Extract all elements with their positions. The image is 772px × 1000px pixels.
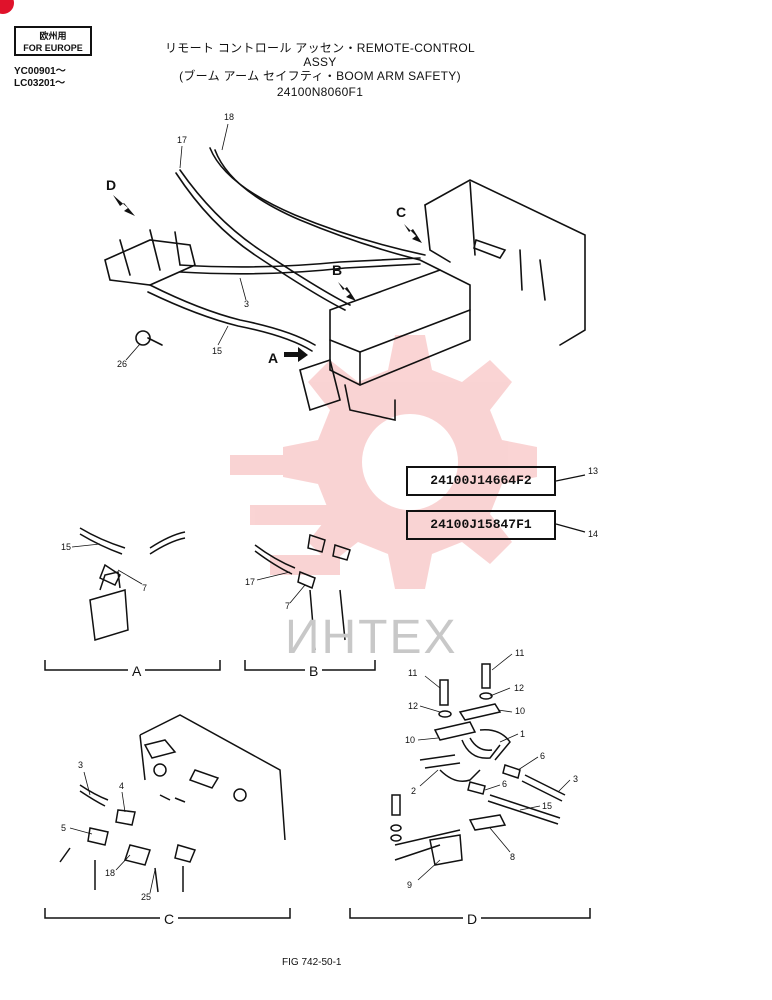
view-d-callout-3: 3	[573, 774, 579, 784]
part-number-box-13: 24100J14664F2	[406, 466, 556, 496]
view-c-callout-5: 5	[61, 823, 67, 833]
watermark-text: ИНТЕХ	[285, 611, 458, 664]
callout-17: 17	[177, 135, 188, 145]
callout-14: 14	[588, 529, 599, 539]
arrow-letter-c: C	[396, 204, 407, 220]
view-label-d: D	[463, 911, 482, 927]
view-c-callout-25: 25	[141, 892, 152, 902]
view-a-callout-7: 7	[142, 583, 148, 593]
view-d-callout-6a: 6	[540, 751, 546, 761]
view-d-callout-15: 15	[542, 801, 553, 811]
callout-leaders	[69, 123, 571, 894]
view-c-callout-18: 18	[105, 868, 116, 878]
watermark-gear	[230, 335, 537, 589]
view-a-drawing	[44, 527, 221, 671]
view-b-callout-7: 7	[285, 601, 291, 611]
view-d-callout-10b: 10	[515, 706, 526, 716]
view-c-callout-4: 4	[119, 781, 125, 791]
serial-range-2: LC03201～	[14, 78, 66, 89]
title-line-3: 24100N8060F1	[276, 85, 364, 99]
view-d-callout-11a: 11	[408, 668, 418, 678]
view-label-c: C	[160, 911, 179, 927]
drawing-title: リモート コントロール アッセン・REMOTE-CONTROL ASSY (ブー…	[150, 41, 490, 99]
callout-18: 18	[224, 112, 235, 122]
view-d-callout-12a: 12	[408, 701, 419, 711]
serial-range: YC00901～ LC03201～	[14, 66, 66, 90]
main-assembly	[104, 147, 586, 421]
view-a-callout-15: 15	[61, 542, 72, 552]
view-d-callout-9: 9	[407, 880, 413, 890]
view-d-callout-10a: 10	[405, 735, 416, 745]
view-c-callout-3: 3	[78, 760, 84, 770]
view-label-a: A	[128, 663, 146, 679]
arrow-letter-a: A	[268, 350, 279, 366]
view-d-callout-6b: 6	[502, 779, 508, 789]
corner-badge	[0, 0, 14, 14]
view-label-b: B	[305, 663, 323, 679]
part-box-leaders	[555, 474, 586, 533]
title-line-1: リモート コントロール アッセン・REMOTE-CONTROL ASSY	[165, 41, 475, 69]
view-d-drawing	[349, 663, 591, 919]
part-number-box-14: 24100J15847F1	[406, 510, 556, 540]
view-d-callout-8: 8	[510, 852, 516, 862]
arrow-letter-d: D	[106, 177, 117, 193]
callout-3: 3	[244, 299, 250, 309]
view-d-callout-12b: 12	[514, 683, 525, 693]
view-arrows	[113, 195, 422, 362]
europe-label-en: FOR EUROPE	[23, 43, 83, 53]
view-d-callout-11b: 11	[515, 648, 525, 658]
title-line-2: (ブーム アーム セイフティ・BOOM ARM SAFETY)	[179, 69, 461, 83]
europe-label-jp: 欧州用	[39, 31, 67, 41]
view-b-callout-17: 17	[245, 577, 256, 587]
view-d-callout-2: 2	[411, 786, 417, 796]
serial-range-1: YC00901～	[14, 66, 66, 77]
view-c-drawing	[44, 714, 291, 919]
callout-15: 15	[212, 346, 223, 356]
figure-reference: FIG 742-50-1	[282, 957, 342, 968]
view-d-callout-1: 1	[520, 729, 526, 739]
callout-26: 26	[117, 359, 128, 369]
callout-13: 13	[588, 466, 599, 476]
europe-label-box: 欧州用 FOR EUROPE	[14, 26, 92, 56]
arrow-letter-b: B	[332, 262, 343, 278]
